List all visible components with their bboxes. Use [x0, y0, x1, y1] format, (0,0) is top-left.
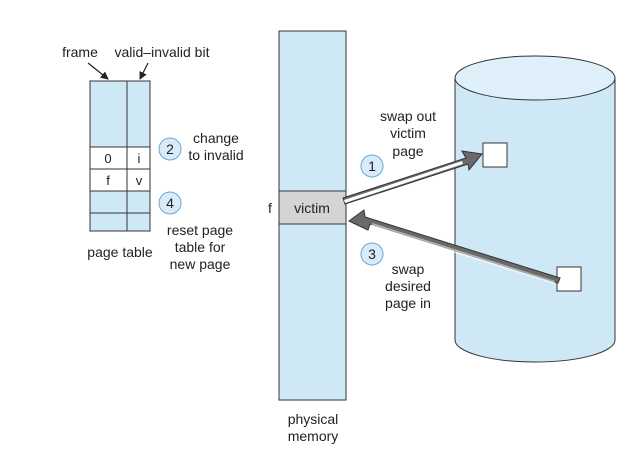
step-2-text-line2: to invalid — [188, 147, 243, 163]
step-4-text-line2: table for — [175, 239, 226, 255]
page-table: 0 i f v frame valid–invalid bit page tab… — [62, 44, 209, 260]
step-3-text-line2: desired — [385, 278, 431, 294]
page-table-frame-cell: f — [106, 173, 110, 188]
step-2-number: 2 — [166, 141, 174, 157]
desired-page-on-disk — [556, 266, 582, 292]
swap-out-arrow — [342, 150, 483, 205]
page-table-row-box — [89, 168, 151, 192]
valid-invalid-pointer-arrow — [139, 62, 149, 80]
step-2-badge — [158, 137, 182, 161]
victim-label: victim — [294, 200, 330, 216]
valid-invalid-bit-label: valid–invalid bit — [115, 44, 210, 60]
page-table-frame-cell: 0 — [104, 151, 111, 166]
physical-memory-label-line1: physical — [288, 411, 339, 427]
page-table-row: 0 i — [89, 146, 151, 170]
step-3: 3 swap desired page in — [360, 242, 431, 311]
step-1: 1 swap out victim page — [360, 108, 436, 178]
backing-store-disk — [454, 55, 616, 363]
step-4-text-line1: reset page — [167, 222, 233, 238]
step-2: 2 change to invalid — [158, 130, 244, 163]
victim-frame — [278, 190, 347, 225]
step-1-badge — [360, 154, 384, 178]
disk-top — [454, 55, 616, 101]
frame-pointer-arrow — [87, 62, 109, 80]
frame-f-marker: f — [268, 200, 272, 216]
disk-body — [454, 78, 616, 363]
page-table-bit-cell: i — [138, 151, 141, 166]
step-3-badge — [360, 242, 384, 266]
step-1-number: 1 — [368, 158, 376, 174]
step-3-text-line1: swap — [392, 261, 425, 277]
step-1-text-line3: page — [392, 143, 423, 159]
swap-in-arrow — [348, 209, 561, 284]
frame-label: frame — [62, 44, 98, 60]
step-3-text-line3: page in — [385, 295, 431, 311]
victim-page-on-disk — [482, 142, 508, 168]
step-1-text-line2: victim — [390, 125, 426, 141]
swap-out-arrow-highlight — [344, 161, 463, 203]
swap-in-arrow-shape — [348, 209, 561, 284]
page-table-row: f v — [89, 168, 151, 192]
swap-in-arrow-highlight — [371, 223, 555, 284]
step-4-badge — [158, 191, 182, 215]
step-4: 4 reset page table for new page — [158, 191, 233, 272]
step-4-text-line3: new page — [170, 256, 231, 272]
step-4-number: 4 — [166, 195, 174, 211]
step-3-number: 3 — [368, 246, 376, 262]
step-2-text-line1: change — [193, 130, 239, 146]
page-table-row-box — [89, 146, 151, 170]
step-1-text-line1: swap out — [380, 108, 436, 124]
page-table-bit-cell: v — [136, 173, 143, 188]
physical-memory-label-line2: memory — [288, 428, 339, 444]
page-table-label: page table — [87, 244, 153, 260]
physical-memory: victim f physical memory — [268, 30, 347, 444]
